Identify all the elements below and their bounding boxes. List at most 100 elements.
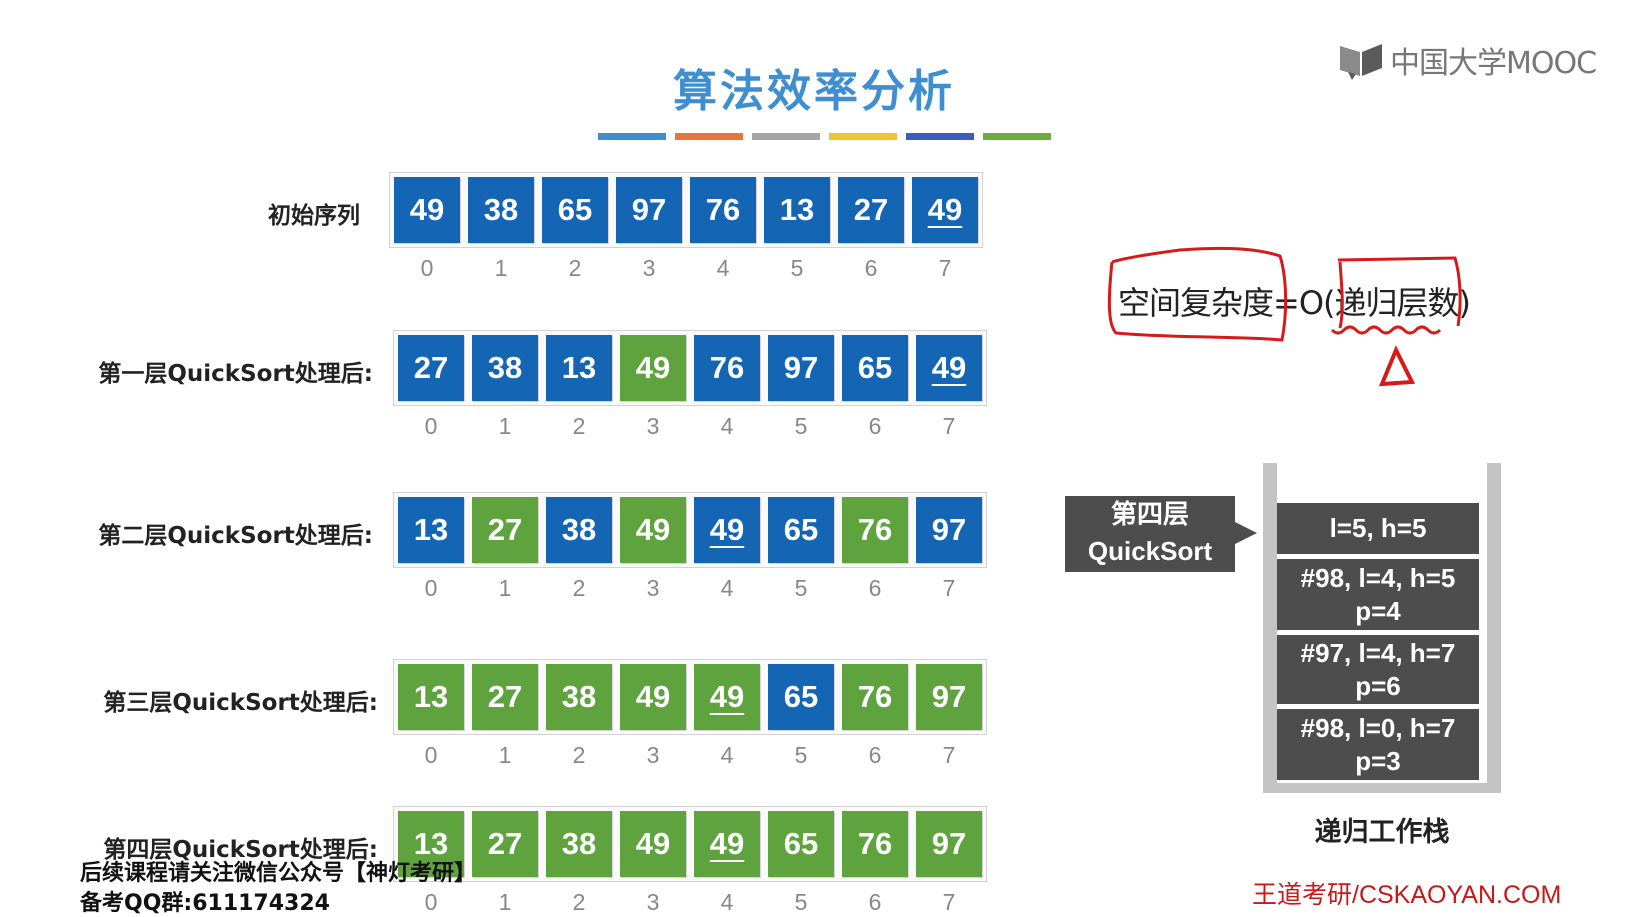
stack-wall-left: [1263, 463, 1277, 793]
index-label: 5: [794, 413, 808, 439]
index-label: 1: [498, 413, 512, 439]
index-label: 0: [424, 742, 438, 768]
array-cell: 65: [768, 664, 834, 730]
array-cell: 49: [694, 664, 760, 730]
index-label: 4: [720, 889, 734, 915]
array-cell-value: 65: [557, 192, 593, 227]
array-cell: 38: [546, 664, 612, 730]
array-cell: 49: [620, 335, 686, 401]
stack-frame: #98, l=0, h=7 p=3: [1277, 709, 1479, 780]
array-cell: 65: [842, 335, 908, 401]
index-label: 6: [868, 889, 882, 915]
mooc-brand-text: 中国大学MOOC: [1390, 46, 1597, 81]
array-cell-value: 65: [783, 826, 819, 861]
index-label: 5: [794, 742, 808, 768]
stack-frame-text: p=4: [1355, 595, 1401, 626]
index-label: 5: [794, 575, 808, 601]
array-cell-value: 13: [561, 350, 597, 385]
array-cell: 13: [764, 177, 830, 243]
index-label: 2: [572, 575, 586, 601]
stack-frame: #97, l=4, h=7 p=6: [1277, 635, 1479, 704]
stack-frame-text: #98, l=0, h=7: [1300, 712, 1456, 743]
array-cell-value: 49: [709, 826, 745, 861]
mooc-brand: 中国大学MOOC: [1338, 38, 1597, 82]
array-cell: 13: [398, 497, 464, 563]
array-cell-value: 97: [783, 350, 819, 385]
index-label: 2: [572, 742, 586, 768]
array-cell-value: 27: [853, 192, 889, 227]
array-cell-value: 13: [413, 512, 449, 547]
stack-frame-text: #98, l=4, h=5: [1300, 562, 1456, 593]
array-cell: 49: [620, 497, 686, 563]
array-cell: 49: [620, 811, 686, 877]
stack-frame: l=5, h=5: [1277, 503, 1479, 554]
row-label: 第四层QuickSort处理后:: [103, 837, 378, 863]
array-cell-value: 38: [487, 350, 523, 385]
stack-frame-text: p=6: [1355, 670, 1401, 701]
array-cell-value: 13: [413, 679, 449, 714]
array-cell: 65: [768, 497, 834, 563]
index-label: 5: [790, 255, 804, 281]
color-strip-segment: [906, 133, 974, 140]
mooc-book-icon: [1338, 40, 1386, 80]
index-label: 3: [646, 413, 660, 439]
array-cell: 27: [838, 177, 904, 243]
array-cell: 97: [768, 335, 834, 401]
color-strip: [598, 133, 1060, 141]
index-label: 7: [942, 575, 956, 601]
index-label: 1: [494, 255, 508, 281]
color-strip-segment: [598, 133, 666, 140]
index-label: 1: [498, 742, 512, 768]
index-label: 2: [568, 255, 582, 281]
array-cell-value: 65: [783, 679, 819, 714]
array-cell: 76: [842, 664, 908, 730]
array-cell-value: 38: [561, 679, 597, 714]
row-label: 第三层QuickSort处理后:: [103, 690, 378, 716]
stack-title: 递归工作栈: [1314, 817, 1450, 848]
index-label: 3: [642, 255, 656, 281]
array-cell-value: 76: [857, 826, 893, 861]
array-cell: 49: [620, 664, 686, 730]
index-label: 7: [942, 889, 956, 915]
index-label: 6: [868, 413, 882, 439]
array-cell: 38: [546, 497, 612, 563]
array-cell-value: 38: [561, 826, 597, 861]
array-cell: 27: [472, 811, 538, 877]
array-cell-value: 27: [487, 512, 523, 547]
index-label: 6: [864, 255, 878, 281]
array-cell: 76: [842, 497, 908, 563]
index-label: 6: [868, 742, 882, 768]
array-cell: 76: [690, 177, 756, 243]
array-cell: 13: [398, 664, 464, 730]
array-cell: 65: [542, 177, 608, 243]
index-label: 3: [646, 889, 660, 915]
wavy-underline-annotation: [1330, 325, 1442, 335]
array-cell-value: 49: [931, 350, 967, 385]
array-cell: 49: [916, 335, 982, 401]
array-cell: 49: [394, 177, 460, 243]
stack-wall-right: [1487, 463, 1501, 793]
array-cell-value: 13: [779, 192, 815, 227]
stack-frame-text: l=5, h=5: [1329, 513, 1427, 543]
array-cell-value: 49: [409, 192, 445, 227]
array-cell: 76: [842, 811, 908, 877]
color-strip-segment: [752, 133, 820, 140]
array-cell-value: 97: [931, 826, 967, 861]
watermark-line2: 备考QQ群:611174324: [80, 891, 330, 916]
index-label: 7: [938, 255, 952, 281]
footer-site: 王道考研/CSKAOYAN.COM: [1252, 881, 1562, 909]
array-cell: 97: [916, 811, 982, 877]
array-cell-value: 76: [709, 350, 745, 385]
index-label: 0: [424, 889, 438, 915]
watermark-line1: 后续课程请关注微信公众号【神灯考研】: [80, 861, 477, 886]
array-cell-value: 49: [927, 192, 963, 227]
array-cell: 49: [694, 497, 760, 563]
array-cell-value: 38: [483, 192, 519, 227]
array-cell: 97: [916, 497, 982, 563]
array-cell-value: 49: [635, 350, 671, 385]
array-cell-value: 97: [931, 679, 967, 714]
